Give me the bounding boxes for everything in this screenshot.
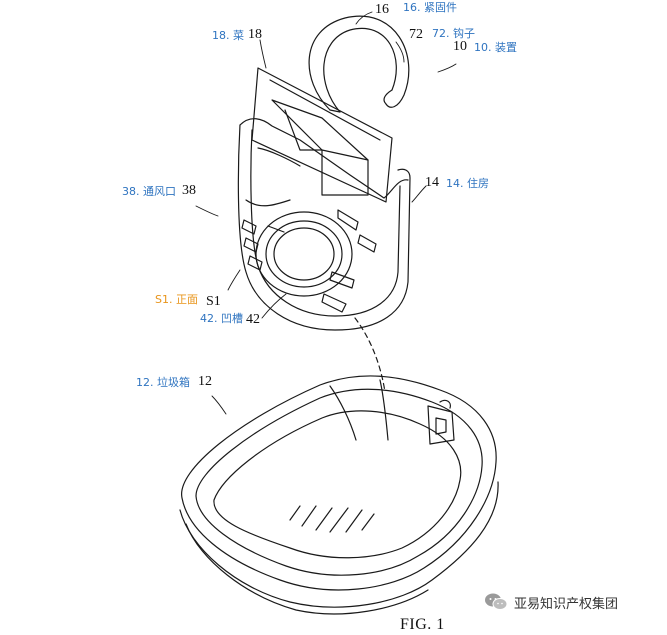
ref-num-hook: 72 xyxy=(409,27,423,42)
annotation-vent: 38. 通风口 xyxy=(122,185,176,198)
leader-leaf xyxy=(259,39,267,69)
ref-num-groove: 42 xyxy=(246,312,260,327)
annotation-hook: 72. 钩子 xyxy=(432,27,475,40)
leader-vent xyxy=(195,205,219,217)
leader-front xyxy=(227,269,241,291)
housing-shape xyxy=(237,118,411,331)
annotation-fastener: 16. 紧固件 xyxy=(403,1,457,14)
assembly-guide-line xyxy=(354,317,386,393)
leader-groove xyxy=(261,293,287,319)
wechat-icon xyxy=(485,593,508,610)
ref-num-device: 10 xyxy=(453,39,467,54)
ref-num-leaf: 18 xyxy=(248,27,262,42)
leader-bin xyxy=(211,395,227,415)
annotation-leaf: 18. 菜 xyxy=(212,29,244,42)
leader-lines xyxy=(195,11,457,415)
ref-num-front: S1 xyxy=(206,294,221,309)
trash-bin-shape xyxy=(179,375,499,615)
ref-num-fastener: 16 xyxy=(375,2,389,17)
front-vent-ring-shape xyxy=(255,211,355,313)
ref-num-bin: 12 xyxy=(198,374,212,389)
watermark-text: 亚易知识产权集团 xyxy=(514,596,619,612)
watermark: 亚易知识产权集团 xyxy=(484,592,618,612)
ref-num-housing: 14 xyxy=(425,175,439,190)
figure-caption: FIG. 1 xyxy=(400,616,445,633)
annotation-groove: 42. 凹槽 xyxy=(200,312,243,325)
annotation-bin: 12. 垃圾箱 xyxy=(136,376,190,389)
leader-fastener xyxy=(355,11,373,25)
leader-device xyxy=(437,63,457,73)
annotation-housing: 14. 住房 xyxy=(446,177,489,190)
annotation-device: 10. 装置 xyxy=(474,41,517,54)
hook-fastener-shape xyxy=(308,15,410,113)
leader-hook xyxy=(395,41,405,63)
annotation-front: S1. 正面 xyxy=(155,293,198,306)
ref-num-vent: 38 xyxy=(182,183,196,198)
leaf-card-shape xyxy=(251,67,393,203)
leader-housing xyxy=(411,185,427,203)
